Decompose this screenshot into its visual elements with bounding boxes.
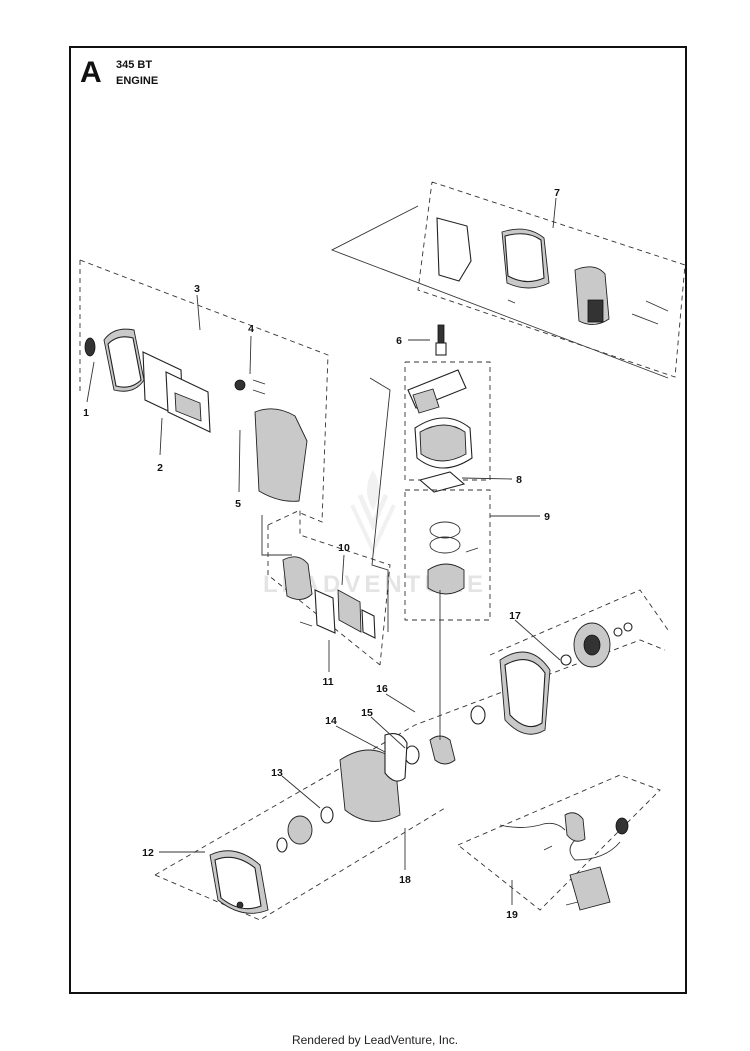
carburetor-group [267, 509, 391, 666]
callout-5: 5 [235, 498, 241, 510]
crankcase-group [154, 589, 669, 921]
callout-11: 11 [322, 676, 333, 688]
ignition-group [457, 774, 661, 911]
callout-9: 9 [544, 511, 550, 523]
footer-credit: Rendered by LeadVenture, Inc. [291, 1033, 459, 1047]
callout-12: 12 [142, 847, 154, 859]
callout-18: 18 [399, 874, 411, 886]
callout-16: 16 [376, 683, 388, 695]
callout-labels: 1 2 3 4 5 6 7 8 9 10 11 12 13 14 15 16 1… [83, 187, 560, 921]
callout-15: 15 [361, 707, 373, 719]
piston-group [404, 489, 491, 700]
callout-8: 8 [516, 474, 522, 486]
callout-17: 17 [509, 610, 521, 622]
callout-4: 4 [248, 323, 254, 335]
cylinder-group [404, 324, 491, 493]
callout-13: 13 [271, 767, 283, 779]
callout-1: 1 [83, 407, 89, 419]
callout-7: 7 [554, 187, 560, 199]
callout-14: 14 [325, 715, 337, 727]
diagram-frame [69, 46, 687, 994]
callout-2: 2 [157, 462, 163, 474]
model-name: 345 BT [116, 59, 153, 71]
air-filter-group [79, 259, 329, 523]
cylinder-cover-group [330, 181, 686, 379]
callout-19: 19 [506, 909, 518, 921]
assembly-name: ENGINE [116, 75, 159, 87]
section-letter: A [80, 56, 102, 89]
watermark-logo [350, 470, 396, 555]
callout-10: 10 [338, 542, 350, 554]
callout-3: 3 [194, 283, 200, 295]
callout-6: 6 [396, 335, 402, 347]
leader-lines [86, 197, 561, 905]
